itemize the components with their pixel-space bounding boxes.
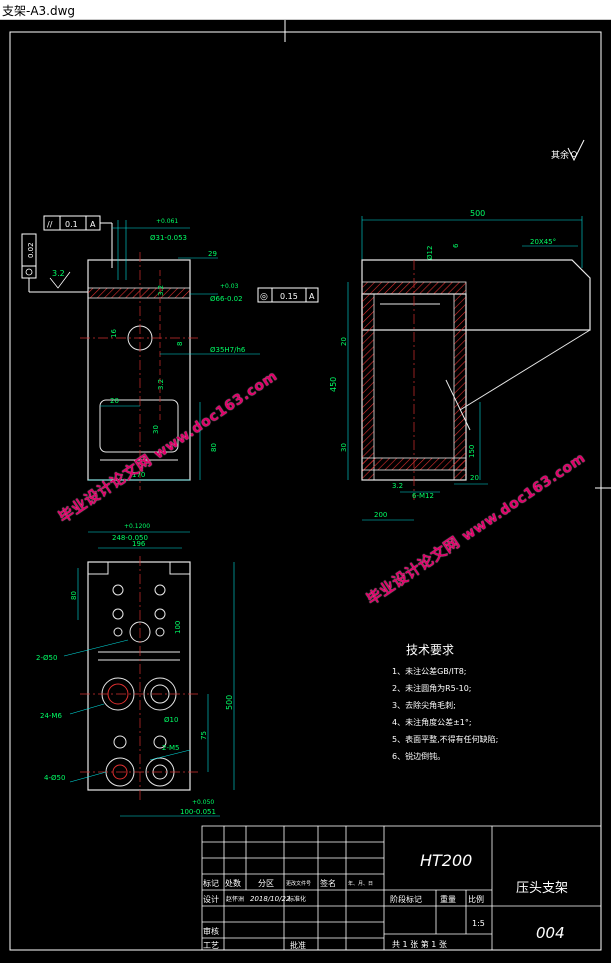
v1-dim-d29: 29 bbox=[208, 250, 217, 258]
title-block bbox=[201, 825, 602, 951]
cad-drawing: 其余 // 0.1 A 0.02 3.2 bbox=[9, 20, 611, 951]
v1-dim-8: 8 bbox=[176, 342, 184, 346]
v1-dim-80: 80 bbox=[210, 443, 218, 452]
fcf-right-tol: 0.15 bbox=[280, 292, 298, 301]
tb-review: 审核 bbox=[203, 926, 219, 936]
note-1: 1、未注公差GB/IT8; bbox=[392, 666, 467, 676]
tb-scale: 1:5 bbox=[472, 919, 485, 928]
roughness-symbol bbox=[567, 139, 585, 162]
v1-dim-170: 170 bbox=[132, 471, 145, 479]
v2-dim-chamfer: 20X45° bbox=[530, 238, 556, 246]
tb-hdr-mark: 标记 bbox=[203, 878, 219, 888]
fcf-left-tol: 0.1 bbox=[65, 220, 78, 229]
tb-scale-label: 比例 bbox=[468, 894, 484, 904]
tb-hdr-count: 处数 bbox=[225, 878, 241, 888]
tb-material: HT200 bbox=[420, 851, 472, 870]
note-3: 3、去除尖角毛刺; bbox=[392, 700, 456, 710]
fcf-left-datum: A bbox=[90, 220, 96, 229]
window-title: 支架-A3.dwg bbox=[2, 4, 76, 18]
v1-dim-d66: Ø66-0.02 bbox=[210, 295, 243, 303]
v3-dim-75: 75 bbox=[200, 731, 208, 740]
v3-dim-196: 196 bbox=[132, 540, 146, 548]
v3-hole-a: 2-Ø50 bbox=[36, 654, 57, 662]
tb-stage: 阶段标记 bbox=[390, 894, 422, 904]
v3-dim-80: 80 bbox=[70, 591, 78, 600]
v3-hole-b: 4-Ø50 bbox=[44, 774, 65, 782]
v1-dim-30: 30 bbox=[152, 425, 160, 434]
v2-dim-150: 150 bbox=[468, 445, 476, 458]
v3-m6: 24-M6 bbox=[40, 712, 62, 720]
v3-dim-top: 248-0.050 bbox=[112, 534, 148, 542]
tb-process: 工艺 bbox=[203, 941, 219, 950]
v3-dim-bot: 100-0.051 bbox=[180, 808, 216, 816]
technical-requirements: 技术要求 1、未注公差GB/IT8; 2、未注圆角为R5-10; 3、去除尖角毛… bbox=[392, 643, 498, 761]
window-title-bar: 支架-A3.dwg bbox=[0, 0, 611, 20]
v3-d10: Ø10 bbox=[164, 716, 178, 724]
v2-dim-20: 20 bbox=[340, 337, 348, 346]
tb-hdr-zone: 分区 bbox=[258, 879, 274, 888]
tb-design-date: 2018/10/22 bbox=[250, 895, 291, 903]
v3-dim-500: 500 bbox=[225, 695, 234, 710]
note-4: 4、未注角度公差±1°; bbox=[392, 717, 472, 727]
v2-dim-450: 450 bbox=[329, 377, 338, 392]
v3-dim-bot-tol: +0.050 bbox=[192, 799, 214, 806]
tb-weight: 重量 bbox=[440, 894, 456, 904]
v2-dim-20b: 20 bbox=[470, 474, 479, 482]
roughness-note: 其余 bbox=[551, 149, 569, 161]
v2-dim-200: 200 bbox=[374, 511, 387, 519]
fcf-right-symbol: ◎ bbox=[260, 292, 268, 302]
view-front: // 0.1 A 0.02 3.2 +0.061 Ø31-0.053 29 bbox=[21, 215, 319, 490]
v2-dim-30: 30 bbox=[340, 443, 348, 452]
fcf-right-datum: A bbox=[309, 292, 315, 301]
v1-dim-d31: Ø31-0.053 bbox=[150, 234, 187, 242]
view-side: 500 Ø12 6 20X45° 20 450 30 150 3.2 20 6-… bbox=[329, 209, 591, 521]
v1-dim-32b: 3.2 bbox=[157, 285, 165, 296]
note-6: 6、锐边倒钝。 bbox=[392, 751, 445, 761]
v2-dim-500: 500 bbox=[470, 209, 485, 218]
fcf-left-symbol: // bbox=[47, 220, 53, 229]
tb-sheets: 共 1 张 第 1 张 bbox=[392, 939, 447, 949]
note-2: 2、未注圆角为R5-10; bbox=[392, 683, 472, 693]
tb-designer: 赵怀洲 bbox=[226, 895, 244, 903]
notes-heading: 技术要求 bbox=[406, 643, 454, 657]
tb-standard: 标准化 bbox=[288, 895, 306, 903]
v2-dim-m12: 6-M12 bbox=[412, 492, 434, 500]
tb-hdr-date: 年、月、日 bbox=[348, 880, 373, 887]
tb-hdr-sign: 签名 bbox=[320, 878, 336, 888]
roughness-circle bbox=[571, 151, 577, 157]
v2-dim-32: 3.2 bbox=[392, 482, 403, 490]
drawing-canvas[interactable]: 其余 // 0.1 A 0.02 3.2 bbox=[0, 20, 611, 959]
tb-design: 设计 bbox=[203, 894, 219, 904]
v3-m5: 2-M5 bbox=[162, 744, 179, 752]
v1-dim-16: 16 bbox=[110, 329, 118, 338]
v3-dim-top-tol: +0.1200 bbox=[124, 523, 150, 530]
tb-part-no: 004 bbox=[536, 924, 565, 942]
v1-roughness-32: 3.2 bbox=[52, 269, 65, 278]
view-top: +0.1200 248-0.050 196 80 100 2-Ø50 bbox=[36, 523, 235, 817]
v1-dim-d35: Ø35H7/h6 bbox=[210, 346, 246, 354]
v2-dim-6: 6 bbox=[452, 243, 460, 248]
note-5: 5、表面平整,不得有任何缺陷; bbox=[392, 734, 498, 744]
v1-dim-d31-tol: +0.061 bbox=[156, 218, 178, 225]
v1-dim-32c: 3.2 bbox=[157, 379, 165, 390]
v1-dim-20: 20 bbox=[110, 397, 119, 405]
v2-dim-d12: Ø12 bbox=[426, 246, 434, 260]
tb-part-name: 压头支架 bbox=[516, 881, 568, 896]
tb-approve: 批准 bbox=[290, 940, 306, 950]
v1-dim-d66-tol: +0.03 bbox=[220, 283, 239, 290]
tb-hdr-doc: 更改文件号 bbox=[286, 880, 311, 887]
v3-dim-100: 100 bbox=[174, 621, 182, 634]
datum-b-value: 0.02 bbox=[27, 242, 35, 258]
